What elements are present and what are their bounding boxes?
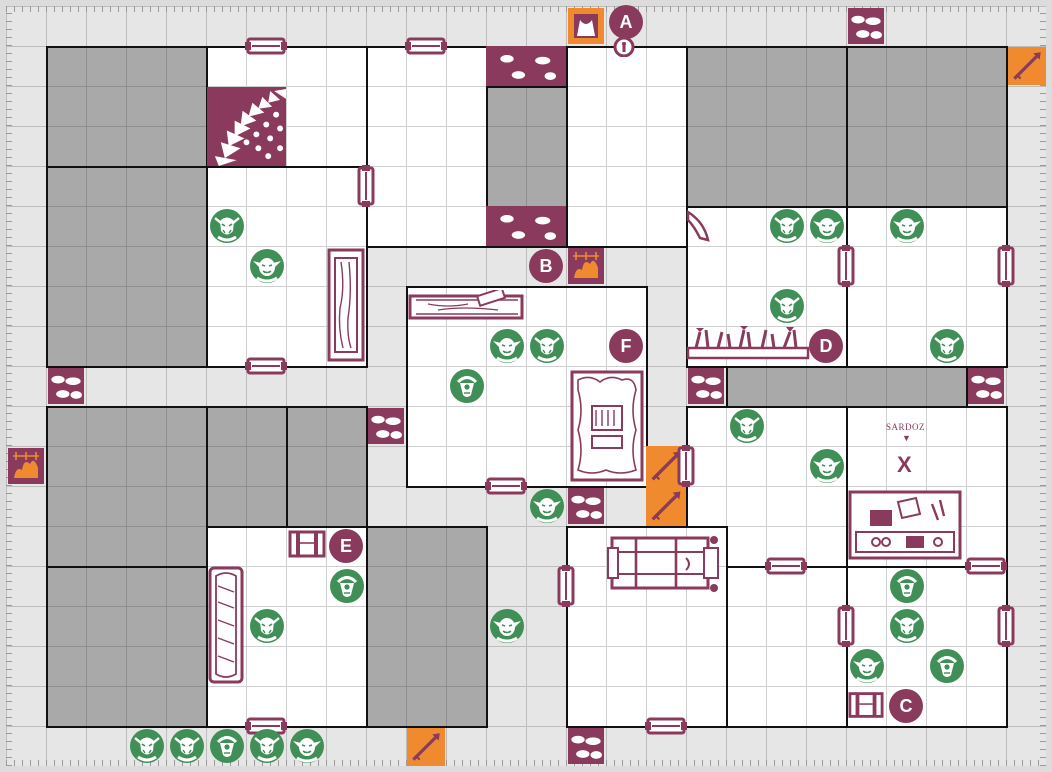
door-icon[interactable] [644, 715, 688, 737]
blocked-square-icon [368, 408, 404, 444]
room-a [566, 46, 688, 248]
rock-block-ne1 [686, 46, 848, 208]
goblin-icon[interactable] [489, 608, 525, 644]
treasure-chest-icon[interactable] [288, 530, 326, 558]
blocked-square-icon [568, 728, 604, 764]
marker-e: E [329, 529, 363, 563]
fireplace-icon [8, 448, 44, 484]
stairway-icon [207, 87, 286, 166]
rock-block-w3 [286, 406, 368, 528]
fimir-icon[interactable] [449, 368, 485, 404]
target-x-mark: X [897, 452, 912, 477]
rock-block-sw1 [46, 406, 208, 568]
rock-block-w1 [46, 166, 208, 368]
blocked-square-icon [486, 46, 566, 86]
rock-block-nw [46, 46, 208, 168]
marker-c: C [889, 689, 923, 723]
door-icon[interactable] [995, 244, 1017, 288]
orc-icon[interactable] [729, 408, 765, 444]
door-icon[interactable] [244, 35, 288, 57]
blocked-square-icon [968, 368, 1004, 404]
orc-icon[interactable] [529, 328, 565, 364]
door-icon[interactable] [835, 604, 857, 648]
marker-b: B [529, 249, 563, 283]
door-icon[interactable] [404, 35, 448, 57]
door-icon[interactable] [355, 164, 377, 208]
room-n-mid [366, 46, 488, 248]
goblin-icon[interactable] [289, 728, 325, 764]
orc-icon[interactable] [129, 728, 165, 764]
orc-icon[interactable] [889, 608, 925, 644]
blocked-square-icon [848, 8, 884, 44]
room-s-mid-right [726, 566, 848, 728]
door-icon[interactable] [555, 564, 577, 608]
blocked-square-icon [568, 488, 604, 524]
bookcase-icon [408, 290, 524, 320]
alchemists-bench-icon [848, 490, 962, 560]
goblin-icon[interactable] [849, 648, 885, 684]
fimir-icon[interactable] [929, 648, 965, 684]
pit-trap-icon [568, 8, 604, 44]
rock-block-w2 [206, 406, 288, 528]
goblin-icon[interactable] [809, 448, 845, 484]
orc-icon[interactable] [249, 728, 285, 764]
spear-trap-icon [646, 486, 686, 526]
blocked-square-icon [688, 368, 724, 404]
door-icon[interactable] [964, 555, 1008, 577]
door-icon[interactable] [244, 355, 288, 377]
blocked-square-icon [48, 368, 84, 404]
fireplace-icon [568, 248, 604, 284]
rock-block-top-mid [486, 86, 568, 208]
spear-trap-icon [406, 728, 446, 766]
orc-icon[interactable] [769, 208, 805, 244]
secret-door-icon[interactable] [610, 37, 638, 57]
blocked-square-icon [486, 206, 566, 246]
goblin-icon[interactable] [809, 208, 845, 244]
goblin-icon[interactable] [249, 248, 285, 284]
goblin-icon[interactable] [529, 488, 565, 524]
weapons-rack-icon [686, 326, 810, 360]
marker-d: D [809, 329, 843, 363]
goblin-icon[interactable] [889, 208, 925, 244]
door-icon[interactable] [835, 244, 857, 288]
rock-block-s-mid [366, 526, 488, 728]
marker-a: A [609, 5, 643, 39]
rack-icon [607, 536, 719, 592]
tomb-icon [208, 566, 244, 684]
door-icon[interactable] [764, 555, 808, 577]
door-icon[interactable] [675, 444, 697, 488]
fimir-icon[interactable] [329, 568, 365, 604]
orc-icon[interactable] [769, 288, 805, 324]
orc-icon[interactable] [249, 608, 285, 644]
target-name-label: SARDOZ [886, 422, 926, 432]
door-icon[interactable] [484, 475, 528, 497]
fimir-icon[interactable] [889, 568, 925, 604]
wall-hook-icon [686, 209, 710, 242]
goblin-icon[interactable] [489, 328, 525, 364]
orc-icon[interactable] [209, 208, 245, 244]
orc-icon[interactable] [169, 728, 205, 764]
door-icon[interactable] [995, 604, 1017, 648]
marker-f: F [609, 329, 643, 363]
fimir-icon[interactable] [209, 728, 245, 764]
room-ne [846, 206, 1008, 368]
target-arrow-icon: ▼ [902, 433, 911, 443]
rock-block-sw2 [46, 566, 208, 728]
rock-block-strip-e [726, 366, 968, 408]
orc-icon[interactable] [929, 328, 965, 364]
sorcerers-table-icon [570, 370, 644, 482]
cupboard-icon [327, 248, 365, 362]
treasure-chest-icon[interactable] [848, 690, 884, 720]
spear-trap-icon [1008, 46, 1046, 86]
rock-block-ne2 [846, 46, 1008, 208]
